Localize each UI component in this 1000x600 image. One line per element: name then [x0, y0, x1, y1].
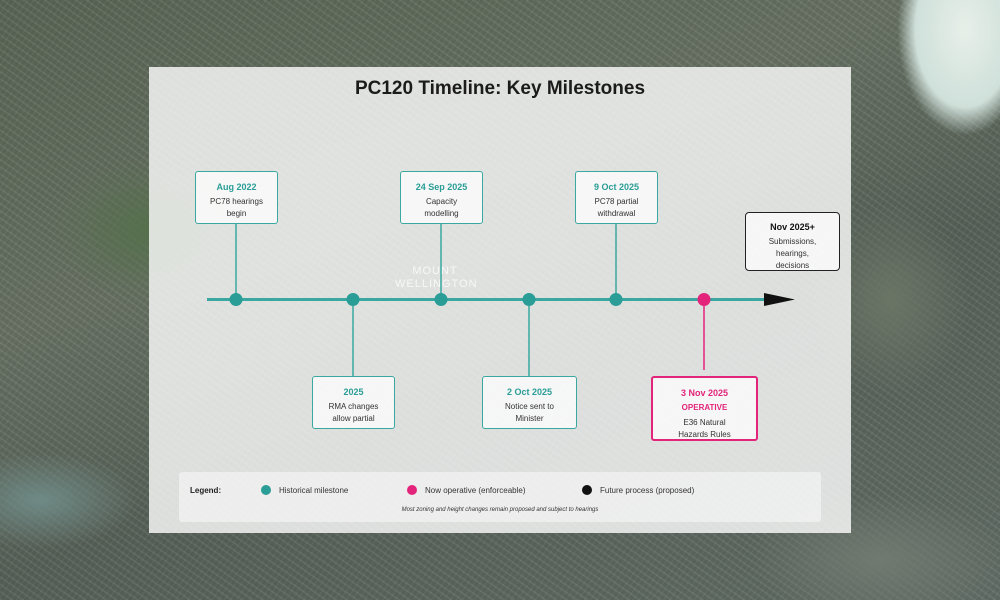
future-desc-line: hearings, [776, 249, 809, 258]
legend-dot-operative [407, 485, 417, 495]
milestone-dot [229, 293, 243, 306]
milestone-card-24-sep-2025: 24 Sep 2025 Capacity modelling [400, 171, 483, 224]
milestone-dot [697, 293, 711, 306]
milestone-desc-line: PC78 partial [594, 197, 639, 206]
milestone-desc-line: withdrawal [597, 209, 636, 218]
milestone-desc-line: E36 Natural [683, 418, 726, 427]
page-title: PC120 Timeline: Key Milestones [354, 78, 646, 99]
milestone-desc-line: Capacity [425, 197, 458, 206]
legend-label: Future process (proposed) [600, 485, 695, 495]
future-process-card: Nov 2025+ Submissions, hearings, decisio… [745, 212, 840, 271]
milestone-desc-line: PC78 hearings [210, 197, 263, 206]
timeline-arrowhead [764, 293, 795, 306]
milestone-date: Aug 2022 [216, 182, 257, 192]
milestone-dot [346, 293, 360, 306]
legend-dot-historical [261, 485, 271, 495]
milestone-desc-line: modelling [424, 209, 459, 218]
operative-status-label: OPERATIVE [681, 403, 728, 412]
milestone-date: 9 Oct 2025 [593, 182, 640, 192]
legend-dot-future [582, 485, 592, 495]
legend-label: Now operative (enforceable) [425, 485, 526, 495]
legend-note: Most zoning and height changes remain pr… [401, 507, 599, 513]
legend: Legend: Historical milestone Now operati… [179, 472, 821, 522]
milestone-desc-line: Minister [515, 414, 544, 423]
milestone-date: 3 Nov 2025 [680, 388, 729, 398]
milestone-card-9-oct-2025: 9 Oct 2025 PC78 partial withdrawal [575, 171, 658, 224]
milestone-desc-line: begin [226, 209, 247, 218]
milestone-card-2025: 2025 RMA changes allow partial [312, 376, 395, 429]
milestone-date: 2025 [343, 387, 364, 397]
legend-item-operative: Now operative (enforceable) [407, 485, 526, 495]
milestone-card-aug-2022: Aug 2022 PC78 hearings begin [195, 171, 278, 224]
milestone-desc-line: RMA changes [328, 402, 379, 411]
milestone-date: 24 Sep 2025 [415, 182, 468, 192]
milestone-dot [522, 293, 536, 306]
legend-title: Legend: [190, 486, 222, 495]
legend-item-future: Future process (proposed) [582, 485, 694, 495]
milestone-dot [434, 293, 448, 306]
milestone-desc-line: Hazards Rules [678, 430, 731, 439]
legend-label: Historical milestone [279, 485, 349, 495]
milestone-date: 2 Oct 2025 [506, 387, 553, 397]
map-place-label: MOUNT WELLINGTON [395, 265, 478, 290]
legend-item-historical: Historical milestone [261, 485, 348, 495]
future-date: Nov 2025+ [770, 222, 815, 232]
milestone-desc-line: Notice sent to [505, 402, 554, 411]
milestone-card-3-nov-2025: 3 Nov 2025 OPERATIVE E36 Natural Hazards… [651, 376, 758, 441]
milestone-desc-line: allow partial [332, 414, 375, 423]
milestone-card-2-oct-2025: 2 Oct 2025 Notice sent to Minister [482, 376, 577, 429]
milestone-dot [609, 293, 623, 306]
future-desc-line: decisions [775, 261, 810, 270]
future-desc-line: Submissions, [768, 237, 817, 246]
